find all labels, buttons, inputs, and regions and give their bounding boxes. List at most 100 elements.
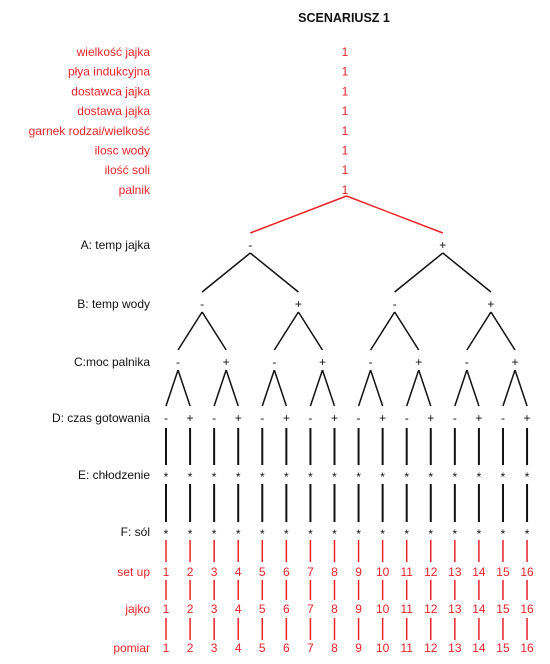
- factor-level-sign: +: [235, 411, 242, 425]
- factor-level-sign: -: [212, 411, 216, 425]
- root-branch: [346, 195, 444, 234]
- result-value: 10: [376, 565, 390, 579]
- tree-branch: [394, 311, 420, 351]
- factor-level-sign: +: [487, 297, 494, 311]
- constant-row-symbol: *: [477, 527, 482, 541]
- constant-row-symbol: *: [164, 527, 169, 541]
- tree-branch: [466, 369, 480, 407]
- factor-level-sign: +: [427, 411, 434, 425]
- result-value: 16: [520, 565, 534, 579]
- result-value: 1: [163, 602, 170, 616]
- tree-branch: [369, 311, 396, 351]
- result-rows: E: chłodzenie****************F: sól*****…: [78, 468, 534, 655]
- fixed-param-label: ilość soli: [105, 163, 150, 177]
- constant-row-symbol: *: [308, 527, 313, 541]
- constant-row-symbol: *: [525, 527, 530, 541]
- result-value: 2: [187, 602, 194, 616]
- tree-branches: [165, 195, 529, 640]
- result-value: 12: [424, 602, 438, 616]
- factor-level-sign: +: [319, 355, 326, 369]
- result-value: 1: [163, 641, 170, 655]
- factor-level-sign: -: [369, 355, 373, 369]
- constant-row-symbol: *: [260, 470, 265, 484]
- factor-level-sign: +: [475, 411, 482, 425]
- constant-row-symbol: *: [236, 527, 241, 541]
- result-value: 3: [211, 565, 218, 579]
- factor-level-sign: +: [223, 355, 230, 369]
- factor-level-sign: +: [283, 411, 290, 425]
- fixed-param-label: płya indukcyjna: [68, 65, 150, 79]
- constant-row-symbol: *: [332, 527, 337, 541]
- constant-row-symbol: *: [428, 527, 433, 541]
- constant-row-symbol: *: [501, 527, 506, 541]
- result-value: 6: [283, 641, 290, 655]
- factor-level-sign: +: [439, 238, 446, 252]
- result-row-label: set up: [117, 565, 150, 579]
- fixed-param-label: garnek rodzai/wielkość: [29, 124, 150, 138]
- tree-branch: [213, 369, 227, 407]
- constant-row-symbol: *: [428, 470, 433, 484]
- result-value: 4: [235, 641, 242, 655]
- constant-row-symbol: *: [212, 527, 217, 541]
- constant-row-symbol: *: [308, 470, 313, 484]
- factor-level-sign: -: [200, 297, 204, 311]
- tree-branch: [442, 252, 492, 293]
- factor-level-sign: -: [164, 411, 168, 425]
- fixed-param-value: 1: [342, 163, 349, 177]
- tree-branch: [309, 369, 324, 407]
- constant-row-symbol: *: [188, 470, 193, 484]
- result-value: 4: [235, 565, 242, 579]
- constant-row-symbol: *: [453, 470, 458, 484]
- tree-branch: [369, 369, 384, 407]
- tree-branch: [249, 252, 299, 293]
- factor-level-sign: -: [465, 355, 469, 369]
- result-value: 2: [187, 565, 194, 579]
- factor-level-sign: -: [176, 355, 180, 369]
- factor-label: A: temp jajka: [81, 238, 151, 252]
- factor-level-sign: +: [415, 355, 422, 369]
- tree-branch: [273, 369, 288, 407]
- result-value: 5: [259, 641, 266, 655]
- result-value: 12: [424, 641, 438, 655]
- fixed-param-value: 1: [342, 104, 349, 118]
- constant-row-symbol: *: [380, 527, 385, 541]
- result-value: 6: [283, 565, 290, 579]
- result-value: 9: [355, 602, 362, 616]
- root-branch: [249, 195, 347, 234]
- tree-branch: [297, 311, 324, 351]
- result-value: 13: [448, 641, 462, 655]
- result-value: 5: [259, 565, 266, 579]
- tree-branch: [273, 311, 300, 351]
- constant-row-label: F: sól: [121, 525, 150, 539]
- fixed-param-value: 1: [342, 65, 349, 79]
- result-value: 15: [496, 565, 510, 579]
- fixed-param-value: 1: [342, 45, 349, 59]
- result-row-label: jajko: [124, 602, 150, 616]
- tree-branch: [394, 252, 444, 293]
- result-value: 11: [400, 602, 413, 616]
- result-value: 9: [355, 565, 362, 579]
- result-value: 16: [520, 641, 534, 655]
- factor-level-sign: +: [295, 297, 302, 311]
- factor-level-sign: +: [187, 411, 194, 425]
- factor-level-sign: -: [393, 297, 397, 311]
- result-value: 13: [448, 565, 462, 579]
- factor-label: D: czas gotowania: [52, 411, 150, 425]
- result-value: 11: [400, 565, 413, 579]
- fixed-param-value: 1: [342, 124, 349, 138]
- constant-row-symbol: *: [212, 470, 217, 484]
- fixed-param-label: ilosc wody: [95, 144, 150, 158]
- factor-level-sign: +: [524, 411, 531, 425]
- result-value: 14: [472, 565, 486, 579]
- result-row-label: pomiar: [113, 641, 150, 655]
- result-value: 5: [259, 602, 266, 616]
- result-value: 8: [331, 565, 338, 579]
- tree-branch: [261, 369, 276, 407]
- factor-level-sign: -: [501, 411, 505, 425]
- tree-branch: [514, 369, 528, 407]
- constant-row-symbol: *: [284, 527, 289, 541]
- tree-branch: [177, 369, 191, 407]
- result-value: 12: [424, 565, 438, 579]
- tree-branch: [177, 311, 203, 351]
